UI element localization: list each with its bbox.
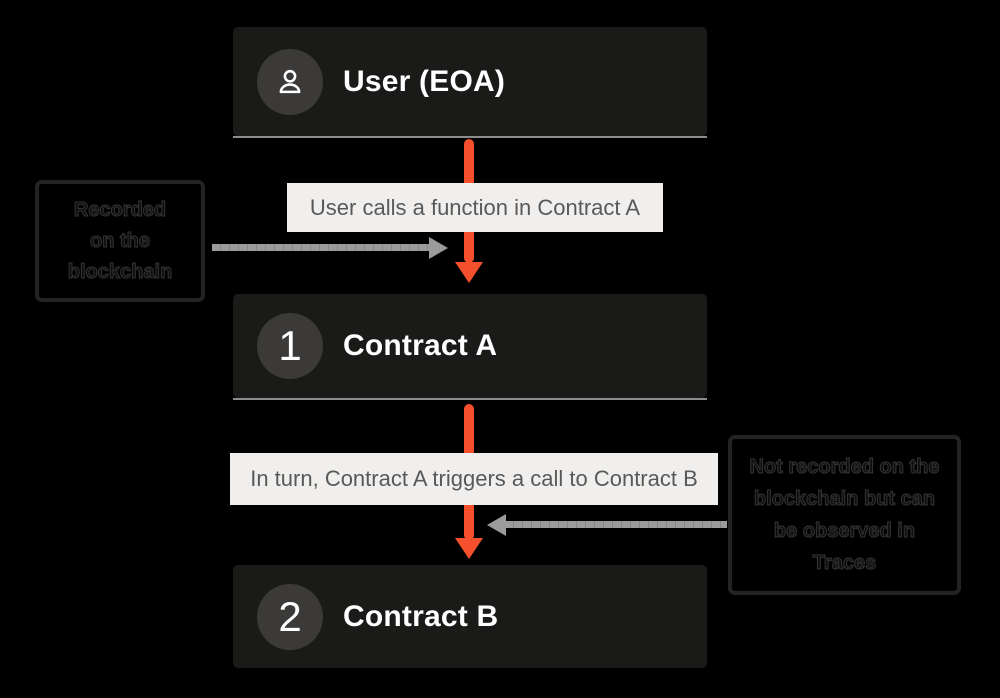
recorded-annotation-arrow-line: [212, 244, 430, 251]
node-user-eoa: User (EOA): [233, 27, 707, 136]
not-recorded-annotation-arrow-head: [487, 514, 506, 536]
contract-b-number-circle: 2: [257, 583, 323, 650]
flow-arrow-2-head: [455, 538, 483, 559]
node-contract-b-label: Contract B: [343, 599, 499, 633]
node-contract-a: 1 Contract A: [233, 294, 707, 398]
recorded-annotation-arrow-head: [429, 237, 448, 259]
contract-a-number-circle: 1: [257, 313, 323, 379]
edge-label-user-calls: User calls a function in Contract A: [287, 183, 663, 232]
edge-label-contract-a-triggers: In turn, Contract A triggers a call to C…: [230, 453, 718, 505]
node-contract-b: 2 Contract B: [233, 565, 707, 668]
node-contract-a-label: Contract A: [343, 329, 498, 362]
note-right-line-1: Not recorded on the: [749, 456, 940, 479]
note-right-line-2: blockchain but can: [753, 488, 936, 511]
node-user-label: User (EOA): [343, 64, 506, 98]
note-left-line-3: blockchain: [67, 260, 173, 283]
user-avatar-circle: [257, 48, 323, 115]
note-right-line-3: be observed in: [773, 520, 916, 543]
note-left-line-1: Recorded: [73, 198, 167, 221]
contract-b-number: 2: [278, 592, 302, 640]
contract-a-number: 1: [278, 322, 302, 369]
note-recorded-on-blockchain: Recorded on the blockchain: [35, 180, 205, 302]
flow-arrow-1-head: [455, 262, 483, 283]
node-user-underline: [233, 136, 707, 138]
note-left-line-2: on the: [90, 229, 151, 252]
user-icon: [279, 69, 301, 93]
note-right-line-4: Traces: [812, 552, 877, 575]
not-recorded-annotation-arrow-line: [505, 521, 727, 528]
node-contract-a-underline: [233, 398, 707, 400]
note-not-recorded-traces: Not recorded on the blockchain but can b…: [728, 435, 961, 595]
